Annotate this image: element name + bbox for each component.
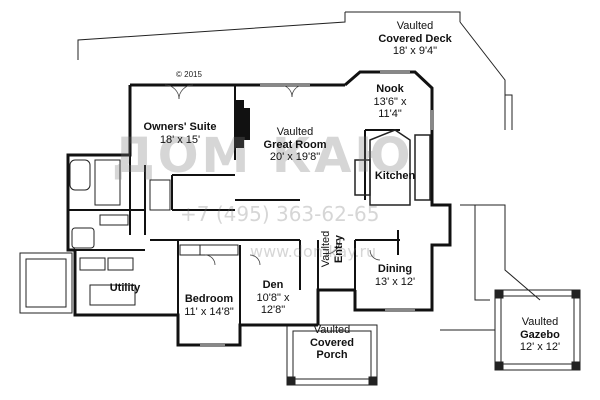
room-label-kitchen: Kitchen [374,170,416,182]
gazebo-structure [440,289,581,371]
utility-porch [19,252,73,314]
room-label-entry: Vaulted Entry [320,230,345,268]
windows [200,71,433,346]
closets [149,179,239,256]
room-label-deck: Vaulted Covered Deck 18' x 9'4" [378,20,452,58]
room-label-gazebo: Vaulted Gazebo 12' x 12' [519,316,561,354]
room-label-utility: Utility [109,282,141,294]
deck-outline [77,11,541,301]
room-label-bedroom: Bedroom 11' x 14'8" [184,293,234,318]
bath-fixtures [69,159,136,306]
porch-structure [286,324,378,386]
door-swings [164,84,381,266]
room-label-owners-suite: Owners' Suite 18' x 15' [143,121,217,146]
kitchen-counters [354,129,431,206]
copyright-text: © 2015 [176,70,202,79]
room-label-dining: Dining 13' x 12' [374,263,416,288]
room-label-den: Den 10'8" x 12'8" [256,279,290,317]
room-label-porch: Vaulted Covered Porch [309,324,355,362]
room-label-nook: Nook 13'6" x 11'4" [373,83,407,121]
fireplace [236,100,250,148]
room-label-great-room: Vaulted Great Room 20' x 19'8" [263,126,327,164]
